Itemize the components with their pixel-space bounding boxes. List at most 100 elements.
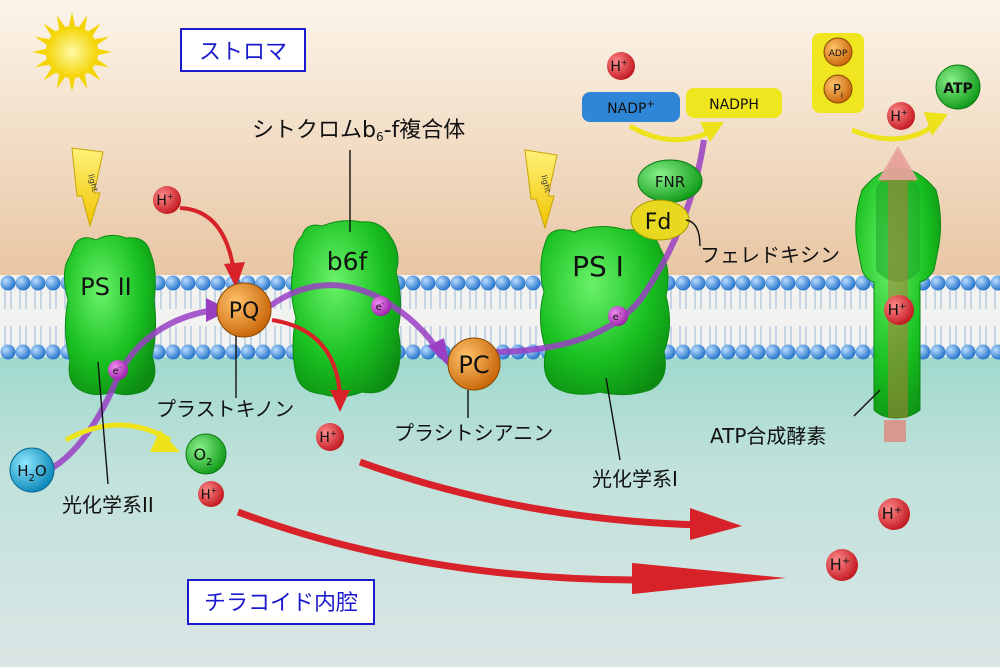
- lipid-head: [210, 344, 226, 360]
- lipid-head: [255, 275, 271, 291]
- lipid-head: [240, 344, 256, 360]
- leader-ferredoxin: [685, 219, 701, 247]
- lipid-head: [225, 344, 241, 360]
- lipid-head: [495, 275, 511, 291]
- lipid-head: [690, 275, 706, 291]
- lipid-head: [435, 275, 451, 291]
- lipid-head: [195, 275, 211, 291]
- sun-ray: [35, 36, 50, 45]
- lipid-head: [945, 344, 961, 360]
- atp-synthesis-arrow: [851, 122, 937, 142]
- lipid-head: [975, 275, 991, 291]
- sun-ray: [79, 15, 88, 30]
- proton-ion: H+: [198, 481, 224, 507]
- plastoquinone-molecule: PQ: [216, 282, 272, 338]
- proton-ion: H+: [316, 423, 344, 451]
- psi-label: PS I: [572, 250, 624, 283]
- lipid-head: [180, 344, 196, 360]
- svg-text:e-: e-: [613, 310, 622, 323]
- fnr-enzyme: FNR: [637, 159, 703, 203]
- lipid-head: [930, 344, 946, 360]
- sun-ray: [43, 68, 56, 81]
- lipid-head: [765, 344, 781, 360]
- lipid-head: [960, 275, 976, 291]
- leader-ps1: [605, 377, 621, 461]
- ferredoxin-protein: Fd: [630, 199, 690, 241]
- lipid-head: [930, 275, 946, 291]
- ps1-label: 光化学系I: [592, 467, 678, 491]
- svg-text:ADP: ADP: [829, 49, 848, 59]
- lipid-head: [405, 344, 421, 360]
- sun-ray: [94, 36, 109, 45]
- proton-ion: H+: [887, 102, 915, 130]
- stroma-label: ストロマ: [199, 40, 287, 65]
- lipid-head: [720, 275, 736, 291]
- leader-ps2: [97, 361, 109, 485]
- lipid-head: [210, 275, 226, 291]
- atp-molecule: ATP: [935, 64, 981, 110]
- sun-ray: [88, 23, 101, 36]
- electron-group: e-e-e-: [108, 296, 628, 380]
- sun-ray: [32, 48, 47, 56]
- lipid-head: [450, 275, 466, 291]
- svg-text:H+: H+: [830, 555, 850, 574]
- svg-text:ATP: ATP: [943, 81, 973, 97]
- sun-ray: [88, 68, 101, 81]
- svg-text:O2: O2: [194, 445, 213, 468]
- svg-text:Pi: Pi: [833, 83, 843, 100]
- lipid-head: [840, 344, 856, 360]
- sun-ray: [35, 59, 50, 68]
- cytochrome-label: シトクロムb6-f複合体: [252, 118, 465, 144]
- svg-text:PC: PC: [458, 351, 489, 379]
- lipid-head: [465, 275, 481, 291]
- lipid-head: [720, 344, 736, 360]
- svg-text:H+: H+: [201, 486, 217, 503]
- lipid-head: [690, 344, 706, 360]
- leader-atp-synthase: [853, 389, 881, 417]
- svg-text:H+: H+: [156, 192, 173, 209]
- electron-marker: e-: [108, 360, 128, 380]
- lipid-head: [30, 344, 46, 360]
- lumen-label: チラコイド内腔: [204, 591, 358, 616]
- lipid-head: [0, 344, 16, 360]
- svg-text:Fd: Fd: [645, 210, 672, 235]
- lipid-head: [780, 275, 796, 291]
- nadph-box: NADPH: [686, 88, 782, 118]
- lumen-label-box: [187, 579, 375, 625]
- lipid-head: [810, 344, 826, 360]
- lipid-head: [945, 275, 961, 291]
- adp-pi-box: ADP Pi: [812, 33, 864, 113]
- svg-text:e-: e-: [376, 300, 385, 313]
- plastoquinone-label: プラストキノン: [156, 397, 294, 421]
- svg-text:H2O: H2O: [17, 462, 46, 484]
- proton-ion: H+: [884, 295, 914, 325]
- lipid-head: [675, 344, 691, 360]
- svg-text:e-: e-: [113, 364, 122, 377]
- sun-ray: [56, 74, 65, 89]
- lipid-head: [165, 275, 181, 291]
- sun-ray: [94, 59, 109, 68]
- lipid-head: [750, 275, 766, 291]
- lipid-head: [750, 344, 766, 360]
- lipid-head: [405, 275, 421, 291]
- lipid-head: [165, 344, 181, 360]
- sun-ray: [56, 15, 65, 30]
- lipid-head: [825, 344, 841, 360]
- proton-ion: H+: [153, 186, 181, 214]
- nadp-reduction-arrow: [628, 123, 712, 143]
- atp-synthase-label: ATP合成酵素: [710, 424, 826, 448]
- electron-marker: e-: [608, 306, 628, 326]
- lipid-head: [990, 275, 1000, 291]
- lipid-head: [255, 344, 271, 360]
- cytochrome-b6f-complex: [290, 220, 402, 398]
- lipid-head: [150, 344, 166, 360]
- proton-group: H+H+H+H+H+H+H+H+: [153, 52, 915, 581]
- lipid-head: [270, 344, 286, 360]
- lipid-head: [675, 275, 691, 291]
- proton-uptake-arrow: [179, 206, 236, 273]
- svg-text:PQ: PQ: [229, 299, 260, 324]
- lipid-head: [45, 275, 61, 291]
- sun-ray: [43, 23, 56, 36]
- sun-ray: [97, 48, 112, 56]
